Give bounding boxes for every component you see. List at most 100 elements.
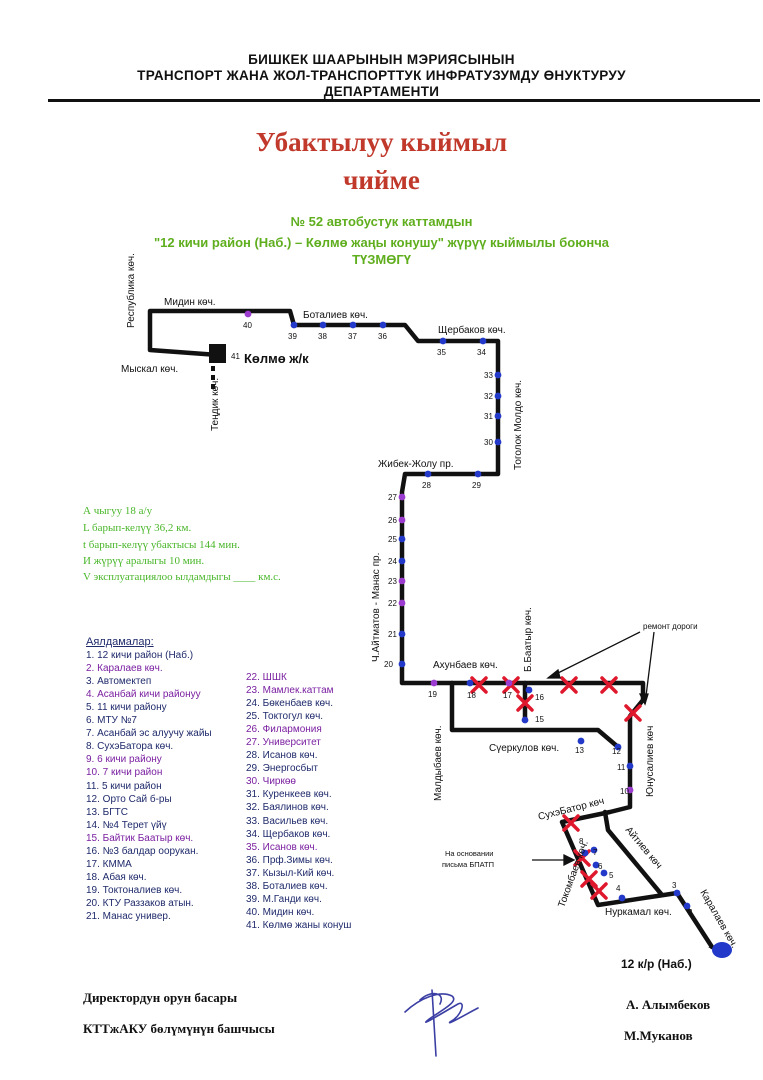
legend-item: 30. Чиркөө <box>246 776 296 788</box>
terminal-12kr-marker <box>712 942 732 958</box>
street-nurkamal: Нуркамал көч. <box>605 907 672 918</box>
street-baatyr: Б.Баатыр көч. <box>523 607 534 672</box>
annotation-arrows <box>532 631 655 867</box>
department-line-2: ТРАНСПОРТ ЖАНА ЖОЛ-ТРАНСПОРТТУК ИНФРАТУЗ… <box>137 68 626 83</box>
department-line-3: ДЕПАРТАМЕНТИ <box>323 84 440 99</box>
title-line-2: чийме <box>343 165 420 195</box>
subtitle-line-1: № 52 автобустук каттамдын <box>290 214 473 229</box>
stop-27 <box>398 493 406 501</box>
stop-number-28: 28 <box>422 481 431 490</box>
legend-item: 4. Асанбай кичи районуу <box>86 689 201 701</box>
legend-item: 29. Энергосбыт <box>246 763 318 775</box>
street-maldybaev: Малдыбаев көч. <box>432 726 444 802</box>
street-sherbakov: Щербаков көч. <box>438 324 506 336</box>
stop-33 <box>494 371 502 379</box>
legend-item: 26. Филармония <box>246 724 322 736</box>
legend-item: 21. Манас универ. <box>86 910 171 922</box>
stop-3 <box>673 889 681 897</box>
stop-number-12: 12 <box>612 747 621 756</box>
stop-28 <box>424 470 432 478</box>
legend-item: 12. Орто Сай б-ры <box>86 793 172 805</box>
stop-number-36: 36 <box>378 332 387 341</box>
tendik-dashes <box>211 366 215 389</box>
legend-item: 24. Бөкенбаев көч. <box>246 698 334 710</box>
header-divider <box>48 99 760 102</box>
stop-8 <box>581 849 589 857</box>
stop-number-41: 41 <box>231 352 240 361</box>
stop-38 <box>319 321 327 329</box>
legend-item: 27. Университет <box>246 737 321 749</box>
stop-number-10: 10 <box>620 787 629 796</box>
legend-item: 23. Мамлек.каттам <box>246 685 334 697</box>
stop-number-29: 29 <box>472 481 481 490</box>
stop-numbers: 41 40 39 38 37 36 35 34 33 32 31 30 29 2… <box>231 321 713 950</box>
legend-item: 36. Прф.Зимы көч. <box>246 854 333 866</box>
closed-x-6 <box>624 704 642 722</box>
stop-2 <box>683 902 691 910</box>
street-tendik: Теңдик көч. <box>210 378 221 431</box>
legend-item: 5. 11 кичи району <box>86 702 167 714</box>
stop-number-17: 17 <box>503 691 512 700</box>
stop-number-3: 3 <box>672 881 677 890</box>
stop-18 <box>466 679 474 687</box>
info-length: L барып-келүү 36,2 км. <box>83 522 192 534</box>
stop-number-13: 13 <box>575 746 584 755</box>
signatory-name-2: М.Муканов <box>624 1028 693 1043</box>
subtitle-line-2: "12 кичи район (Наб.) – Көлмө жаңы конуш… <box>154 235 609 250</box>
legend-item: 1. 12 кичи район (Наб.) <box>86 650 194 662</box>
stop-number-33: 33 <box>484 371 493 380</box>
legend-item: 13. БГТС <box>86 806 128 818</box>
stop-number-15: 15 <box>535 715 544 724</box>
legend-item: 37. Кызыл-Кий көч. <box>246 867 335 879</box>
closed-x-7 <box>562 814 580 832</box>
closed-x-5 <box>600 676 618 694</box>
stop-number-40: 40 <box>243 321 252 330</box>
stop-number-11: 11 <box>617 763 626 772</box>
legend-item: 18. Абая көч. <box>86 871 147 883</box>
stop-21 <box>398 630 406 638</box>
stop-20 <box>398 660 406 668</box>
stop-29 <box>474 470 482 478</box>
closed-x-1 <box>470 676 488 694</box>
stops-legend-col-1: Аялдамалар: 1. 12 кичи район (Наб.) 2. К… <box>86 636 212 923</box>
stop-5 <box>600 869 608 877</box>
street-botaliev: Боталиев көч. <box>303 310 368 321</box>
legend-item: 17. КММА <box>86 858 132 870</box>
street-midin: Мидин көч. <box>164 297 216 308</box>
info-speed: V эксплуатациялоо ылдамдыгы ____ км.с. <box>83 571 281 583</box>
stop-number-37: 37 <box>348 332 357 341</box>
stop-number-20: 20 <box>384 660 393 669</box>
stop-number-32: 32 <box>484 392 493 401</box>
info-vehicles: А чыгуу 18 а/у <box>83 505 153 517</box>
title-line-1: Убактылуу кыймыл <box>255 127 508 157</box>
stop-19 <box>430 679 438 687</box>
kolmo-terminal-marker <box>209 344 226 363</box>
stop-15 <box>521 716 529 724</box>
stop-30 <box>494 438 502 446</box>
legend-item: 3. Автомектеп <box>86 676 152 688</box>
legend-item: 9. 6 кичи району <box>86 754 162 766</box>
stop-25 <box>398 535 406 543</box>
legend-item: 8. СухэБатора көч. <box>86 741 174 753</box>
basis-note-line-1: На основании <box>445 849 494 858</box>
street-yunusaliev: Юнусалиев көч <box>645 726 656 797</box>
stop-23 <box>398 577 406 585</box>
terminal-label: 12 к/р (Наб.) <box>621 957 692 971</box>
legend-item: 7. Асанбай эс алуучу жайы <box>86 728 212 740</box>
stop-32 <box>494 392 502 400</box>
stop-number-27: 27 <box>388 493 397 502</box>
legend-item: 39. М.Ганди көч. <box>246 893 322 905</box>
legend-item: 10. 7 кичи район <box>86 767 163 779</box>
stop-34 <box>479 337 487 345</box>
legend-item: 35. Исанов көч. <box>246 841 318 853</box>
department-line-1: БИШКЕК ШААРЫНЫН МЭРИЯСЫНЫН <box>248 52 515 67</box>
stop-number-16: 16 <box>535 693 544 702</box>
stop-number-23: 23 <box>388 577 397 586</box>
stops <box>244 310 691 910</box>
stop-number-31: 31 <box>484 412 493 421</box>
info-interval: И жүрүү аралыгы 10 мин. <box>83 555 205 567</box>
stop-22 <box>398 599 406 607</box>
stop-13 <box>577 737 585 745</box>
